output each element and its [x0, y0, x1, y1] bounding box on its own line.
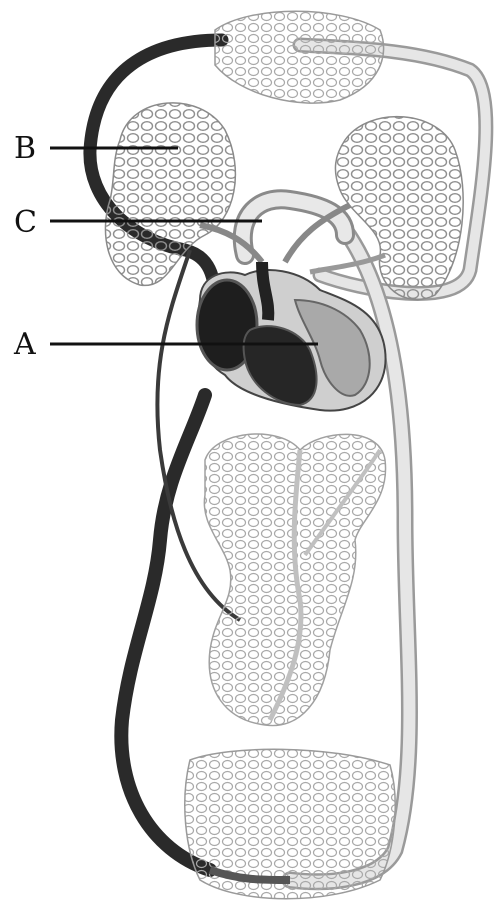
label-a: A: [14, 330, 36, 360]
right-lung-capillary-bed: [335, 117, 463, 300]
heart-top-vessel-dark: [262, 262, 268, 320]
label-b: B: [14, 134, 36, 164]
head-capillary-bed: [215, 11, 384, 103]
label-c: C: [14, 208, 37, 238]
left-lung-capillary-bed: [105, 103, 235, 286]
